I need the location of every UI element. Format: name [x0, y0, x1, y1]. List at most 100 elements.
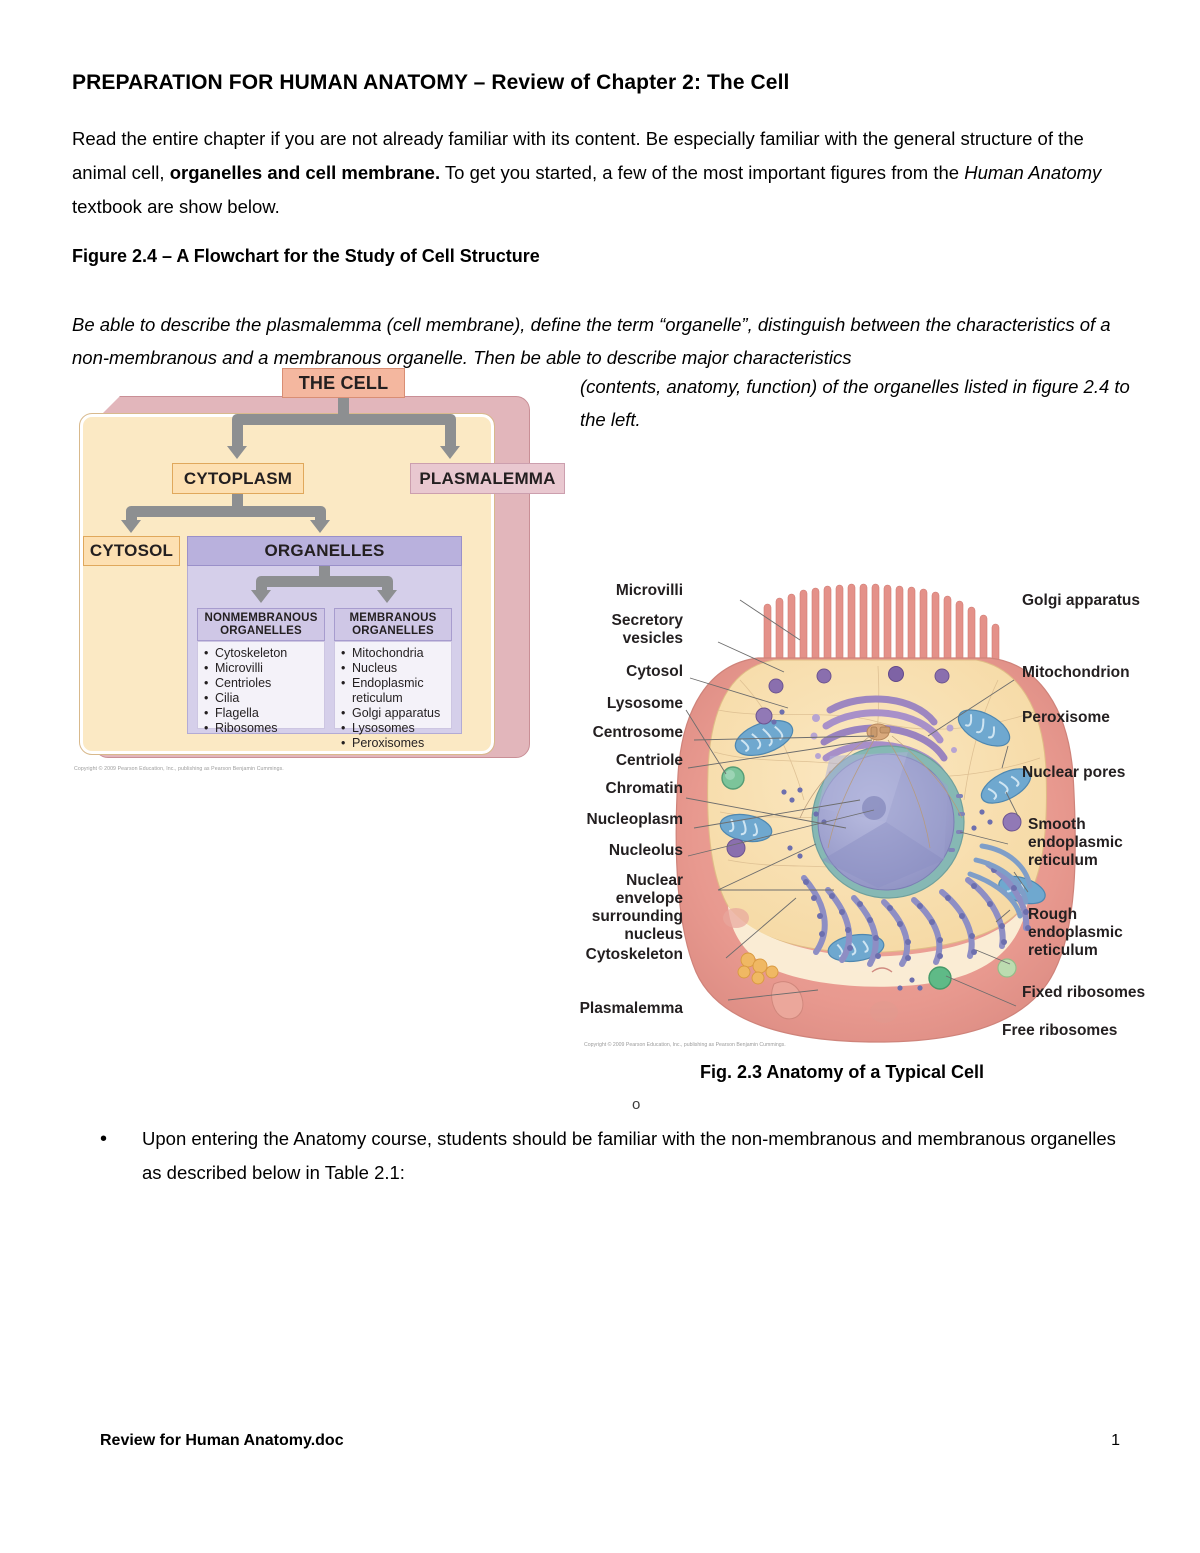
- centrosome-shape: [866, 723, 891, 741]
- footer-filename: Review for Human Anatomy.doc: [100, 1432, 344, 1449]
- connector-organelles-right-down: [382, 582, 393, 594]
- secretory-vesicle-cluster: [737, 952, 779, 985]
- intro-italic-booktitle: Human Anatomy: [964, 162, 1102, 183]
- lysosome-shapes: [721, 766, 1017, 990]
- arrowhead-to-organelles: [310, 520, 330, 533]
- figure-24-flowchart: THE CELL PLASMALEMMA CYTOPLASM CYTOSOL O…: [72, 368, 565, 798]
- cell-label-nuclear-envelope: Nuclear envelope surrounding nucleus: [591, 872, 683, 943]
- cell-label-mitochondrion: Mitochondrion: [1022, 664, 1130, 681]
- intro-text-part3: textbook are show below.: [72, 196, 280, 217]
- organelle-list-item: Peroxisomes: [341, 736, 447, 751]
- footer-page-number: 1: [1111, 1432, 1120, 1449]
- page-title: PREPARATION FOR HUMAN ANATOMY – Review o…: [72, 71, 790, 94]
- bullet-marker: •: [100, 1128, 108, 1150]
- connector-cytoplasm-left-down: [126, 512, 137, 524]
- cell-label-rough-er: Rough endoplasmic reticulum: [1028, 906, 1123, 959]
- cell-label-microvilli: Microvilli: [615, 582, 683, 599]
- organelle-list-item: Lysosomes: [341, 721, 447, 736]
- stray-sub-bullet: o: [632, 1096, 641, 1113]
- cell-label-free-ribosomes: Free ribosomes: [1002, 1022, 1118, 1039]
- connector-cytoplasm-stem: [232, 494, 243, 516]
- node-membranous-line1: MEMBRANOUS: [349, 611, 437, 624]
- leader-lines: [685, 599, 1029, 1007]
- cell-diagram-svg: [675, 583, 1076, 1043]
- figure-23-copyright: Copyright © 2009 Pearson Education, Inc.…: [584, 1042, 786, 1048]
- fixed-ribosomes-shapes: [803, 867, 1031, 961]
- italic-lead-paragraph: Be able to describe the plasmalemma (cel…: [72, 314, 1111, 368]
- node-organelles: ORGANELLES: [187, 536, 462, 566]
- membrane-crease: [871, 967, 893, 973]
- intro-paragraph: Read the entire chapter if you are not a…: [72, 122, 1127, 224]
- italic-right-paragraph: (contents, anatomy, function) of the org…: [580, 376, 1130, 430]
- nonmembranous-organelle-list: CytoskeletonMicrovilliCentriolesCiliaFla…: [197, 641, 325, 736]
- node-membranous-organelles: MEMBRANOUS ORGANELLES: [334, 608, 452, 641]
- cell-label-lysosome: Lysosome: [606, 695, 683, 712]
- arrowhead-to-cytoplasm: [227, 446, 247, 459]
- organelle-list-item: Cilia: [204, 691, 320, 706]
- arrowhead-to-plasmalemma: [440, 446, 460, 459]
- cell-label-golgi-apparatus: Golgi apparatus: [1022, 592, 1140, 609]
- node-the-cell: THE CELL: [282, 368, 405, 398]
- connector-cell-stem: [338, 398, 349, 420]
- connector-organelles-stem: [319, 566, 330, 582]
- bullet-list-item: • Upon entering the Anatomy course, stud…: [100, 1122, 1135, 1190]
- nucleolus-shape: [862, 796, 886, 820]
- cell-label-cytoskeleton: Cytoskeleton: [585, 946, 683, 963]
- nucleus-facet-2: [886, 752, 948, 860]
- footer: Review for Human Anatomy.doc 1: [100, 1432, 1120, 1450]
- cell-label-nuclear-pores: Nuclear pores: [1022, 764, 1126, 781]
- peroxisome-vesicle-shapes: [726, 666, 1022, 858]
- connector-cell-bar: [232, 414, 456, 425]
- cell-label-centrosome: Centrosome: [592, 724, 683, 741]
- nucleus-facet-3: [822, 822, 944, 888]
- connector-organelles-left-down: [256, 582, 267, 594]
- cell-label-plasmalemma: Plasmalemma: [579, 1000, 683, 1017]
- cell-label-centriole: Centriole: [615, 752, 683, 769]
- figure-24-heading: Figure 2.4 – A Flowchart for the Study o…: [72, 246, 540, 266]
- membranous-organelle-list: MitochondriaNucleusEndoplasmic reticulum…: [334, 641, 452, 751]
- intro-bold-organelles: organelles and cell membrane.: [169, 162, 441, 183]
- node-nonmembranous-line2: ORGANELLES: [220, 624, 302, 637]
- cell-label-smooth-er: Smooth endoplasmic reticulum: [1028, 816, 1123, 869]
- membrane-bleb-1: [723, 908, 749, 928]
- node-nonmembranous-line1: NONMEMBRANOUS: [204, 611, 318, 624]
- cell-label-nucleoplasm: Nucleoplasm: [586, 811, 683, 828]
- nonmembranous-items: CytoskeletonMicrovilliCentriolesCiliaFla…: [204, 646, 320, 736]
- intro-text-part1: Read the entire chapter if you are not a…: [72, 128, 1084, 183]
- node-membranous-line2: ORGANELLES: [352, 624, 434, 637]
- organelle-list-item: Mitochondria: [341, 646, 447, 661]
- node-nonmembranous-organelles: NONMEMBRANOUS ORGANELLES: [197, 608, 325, 641]
- node-cytosol: CYTOSOL: [83, 536, 180, 566]
- bullet-text: Upon entering the Anatomy course, studen…: [142, 1128, 1116, 1183]
- organelle-list-item: Cytoskeleton: [204, 646, 320, 661]
- figure-24-copyright: Copyright © 2009 Pearson Education, Inc.…: [74, 766, 284, 772]
- cell-label-fixed-ribosomes: Fixed ribosomes: [1022, 984, 1146, 1001]
- cell-label-cytosol: Cytosol: [626, 663, 683, 680]
- organelle-list-item: Endoplasmic reticulum: [341, 676, 447, 706]
- arrowhead-to-membranous: [377, 590, 397, 603]
- perinuclear-cytosol: [728, 900, 1028, 987]
- connector-cytoplasm-right-down: [315, 512, 326, 524]
- arrowhead-to-nonmembranous: [251, 590, 271, 603]
- intro-text-part2: To get you started, a few of the most im…: [440, 162, 965, 183]
- figure-23-cell-illustration: Microvilli Secretory vesicles Cytosol Ly…: [578, 560, 1192, 1060]
- organelle-list-item: Nucleus: [341, 661, 447, 676]
- organelle-list-item: Flagella: [204, 706, 320, 721]
- cell-label-chromatin: Chromatin: [605, 780, 684, 797]
- connector-cytoplasm-bar: [126, 506, 326, 517]
- connector-cell-left-down: [232, 420, 243, 450]
- centriole-microtubules: [799, 735, 963, 849]
- membrane-bleb-2: [870, 1001, 898, 1023]
- organelle-list-item: Microvilli: [204, 661, 320, 676]
- arrowhead-to-cytosol: [121, 520, 141, 533]
- organelle-list-item: Golgi apparatus: [341, 706, 447, 721]
- figure-23-caption: Fig. 2.3 Anatomy of a Typical Cell: [700, 1062, 985, 1082]
- connector-organelles-bar: [256, 576, 393, 587]
- membrane-fold-shape: [771, 981, 804, 1020]
- microvilli-group: [763, 583, 1000, 667]
- nucleus-facet-1: [818, 752, 908, 822]
- node-plasmalemma: PLASMALEMMA: [410, 463, 565, 494]
- node-cytoplasm: CYTOPLASM: [172, 463, 304, 494]
- organelle-list-item: Centrioles: [204, 676, 320, 691]
